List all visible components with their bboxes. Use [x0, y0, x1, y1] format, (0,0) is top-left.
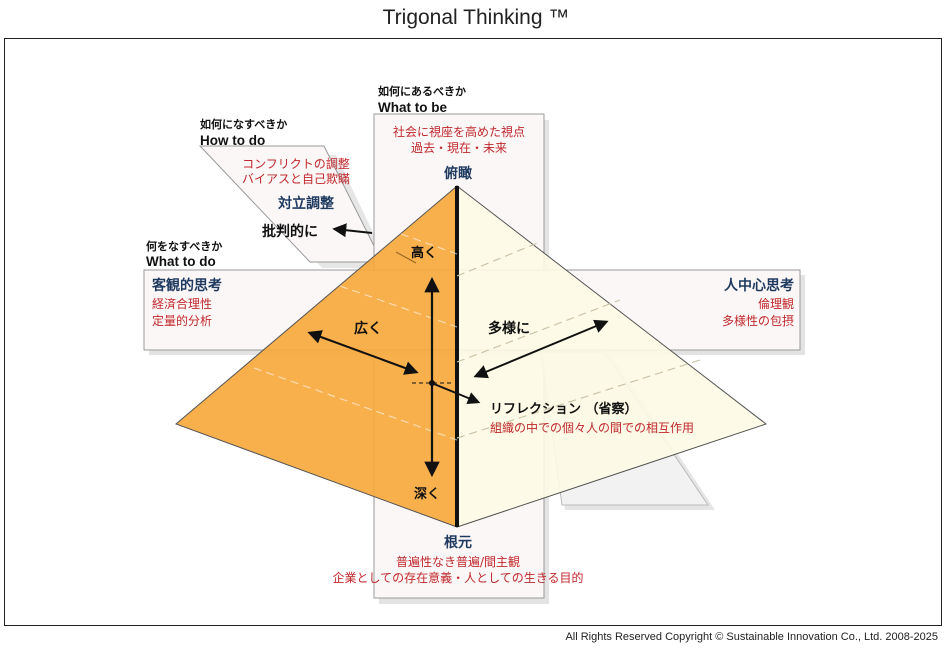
right-panel-line1: 倫理観 [758, 297, 794, 311]
what-to-be-question: 如何にあるべきか [378, 84, 466, 98]
critical-arrow [332, 223, 373, 238]
reflection-sub: 組織の中での個々人の間での相互作用 [490, 420, 694, 435]
up-label: 高く [411, 245, 437, 261]
bottom-heading: 根元 [444, 534, 472, 551]
what-to-do-english: What to do [146, 254, 216, 269]
what-to-be-line1: 社会に視座を高めた視点 [393, 124, 525, 139]
wide-label: 広く [354, 320, 382, 337]
copyright: All Rights Reserved Copyright © Sustaina… [565, 631, 938, 643]
left-panel-line2: 定量的分析 [152, 313, 212, 328]
how-to-do-heading: 対立調整 [277, 195, 335, 212]
left-panel-heading: 客観的思考 [151, 277, 222, 294]
reflection-arrow [433, 383, 481, 405]
diverse-label: 多様に [488, 320, 530, 337]
left-panel-line1: 経済合理性 [152, 296, 212, 311]
what-to-do-question: 何をなすべきか [146, 239, 222, 253]
diagram-title: Trigonal Thinking ™ [382, 6, 570, 29]
diagram-frame [4, 38, 942, 626]
center-point [412, 370, 454, 396]
how-to-do-line1: コンフリクトの調整 [242, 156, 350, 171]
what-to-be-line2: 過去・現在・未来 [411, 141, 507, 155]
down-label: 深く [414, 486, 440, 502]
right-panel-heading: 人中心思考 [724, 277, 794, 294]
apex-label: 俯瞰 [444, 165, 473, 182]
bottom-line1: 普遍性なき普遍/間主観 [396, 555, 520, 569]
dashed-guides [253, 233, 458, 441]
diverse-arrow [473, 319, 609, 379]
what-to-be-english: What to be [378, 100, 447, 115]
pyramid-right-face [456, 184, 768, 528]
critical-label: 批判的に [262, 223, 318, 240]
how-to-do-question: 如何になすべきか [200, 117, 287, 131]
how-to-do-english: How to do [200, 133, 265, 148]
wide-arrow [307, 330, 419, 375]
how-to-do-line2: バイアスと自己欺瞞 [242, 172, 350, 186]
right-panel-line2: 多様性の包摂 [722, 313, 794, 328]
bottom-line2: 企業としての存在意義・人としての生きる目的 [332, 570, 583, 585]
reflection-label: リフレクション （省察） [490, 401, 638, 417]
